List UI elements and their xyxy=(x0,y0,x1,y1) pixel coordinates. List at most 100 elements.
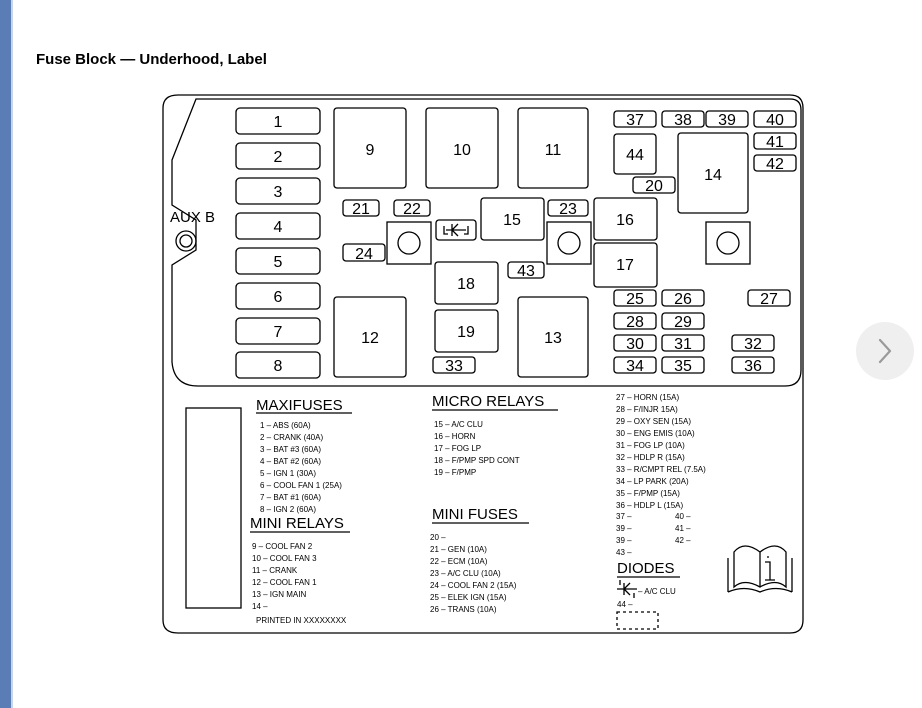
micro-relay-legend-item: 18 – F/PMP SPD CONT xyxy=(434,456,520,465)
mini-fuse-22-label: 22 xyxy=(403,201,421,218)
maxifuse-list: 1 – ABS (60A)2 – CRANK (40A)3 – BAT #3 (… xyxy=(260,421,342,514)
stud-block-2 xyxy=(546,221,592,265)
right-fuse-list: 27 – HORN (15A)28 – F/INJR 15A)29 – OXY … xyxy=(616,393,706,510)
mini-fuse-21-label: 21 xyxy=(352,201,370,218)
mini-fuse-25 xyxy=(613,289,657,307)
maxifuse-legend-item: 3 – BAT #3 (60A) xyxy=(260,445,321,454)
mini-fuse-28 xyxy=(613,312,657,330)
right-fuse-legend-item: 31 – FOG LP (10A) xyxy=(616,441,685,450)
stud-block-3 xyxy=(705,221,751,265)
mini-relay-legend-item: 12 – COOL FAN 1 xyxy=(252,578,317,587)
stud-block-1 xyxy=(386,221,432,265)
maxifuse-2-label: 2 xyxy=(274,149,283,166)
book-info-icon xyxy=(727,545,793,593)
diode-legend-label: – A/C CLU xyxy=(638,587,676,596)
spare-fuse-legend-item: 39 – xyxy=(616,524,632,533)
maxifuse-6 xyxy=(235,282,321,310)
mini-fuse-38 xyxy=(661,110,705,128)
relay-19 xyxy=(434,309,499,353)
next-button[interactable] xyxy=(856,322,914,380)
aux-b-label: AUX B xyxy=(170,209,215,226)
maxifuse-3-label: 3 xyxy=(274,184,283,201)
aux-b-stud-inner xyxy=(179,234,193,248)
mini-fuse-32 xyxy=(731,334,775,352)
diode-spare-slot xyxy=(616,611,659,630)
diode-symbol xyxy=(443,223,469,237)
mini-fuse-43 xyxy=(507,261,545,279)
mini-fuse-26-label: 26 xyxy=(674,291,692,308)
diode-44-label: 44 xyxy=(626,147,644,164)
aux-b-stud-outer xyxy=(175,230,197,252)
mini-relay-legend-item: 10 – COOL FAN 3 xyxy=(252,554,317,563)
mini-fuse-29-label: 29 xyxy=(674,314,692,331)
mini-fuse-39 xyxy=(705,110,749,128)
relay-9 xyxy=(333,107,407,189)
mini-fuse-38-label: 38 xyxy=(674,112,692,129)
mini-fuse-43-label: 43 xyxy=(517,263,535,280)
mini-fuse-24-label: 24 xyxy=(355,246,373,263)
mini-fuse-39-label: 39 xyxy=(718,112,736,129)
printed-note: PRINTED IN XXXXXXXX xyxy=(256,616,347,625)
window-left-edge-highlight xyxy=(11,0,13,708)
mini-fuse-31 xyxy=(661,334,705,352)
right-fuse-legend-item: 30 – ENG EMIS (10A) xyxy=(616,429,695,438)
right-fuse-legend-item: 29 – OXY SEN (15A) xyxy=(616,417,691,426)
relay-18 xyxy=(434,261,499,305)
mini-fuse-25-label: 25 xyxy=(626,291,644,308)
mini-fuse-32-label: 32 xyxy=(744,336,762,353)
mini-fuse-28-label: 28 xyxy=(626,314,644,331)
mini-fuse-24 xyxy=(342,243,386,262)
mini-fuse-42 xyxy=(753,154,797,172)
mini-fuse-35 xyxy=(661,356,705,374)
mini-fuse-20-label: 20 xyxy=(645,178,663,195)
legend-43: 43 – xyxy=(616,548,632,557)
mini-fuse-34 xyxy=(613,356,657,374)
mini-fuse-37-label: 37 xyxy=(626,112,644,129)
mini-fuse-legend-item: 22 – ECM (10A) xyxy=(430,557,488,566)
right-fuse-legend-item: 35 – F/PMP (15A) xyxy=(616,489,680,498)
mini-relay-legend-item: 11 – CRANK xyxy=(252,566,298,575)
mini-fuse-legend-item: 21 – GEN (10A) xyxy=(430,545,487,554)
maxifuse-8 xyxy=(235,351,321,379)
mini-fuse-35-label: 35 xyxy=(674,358,692,375)
relay-19-label: 19 xyxy=(457,324,475,341)
mini-fuse-legend-item: 23 – A/C CLU (10A) xyxy=(430,569,501,578)
maxifuse-legend-item: 2 – CRANK (40A) xyxy=(260,433,323,442)
maxifuse-7 xyxy=(235,317,321,345)
mini-fuse-40 xyxy=(753,110,797,128)
spare-fuse-legend-item: 40 – xyxy=(675,512,691,521)
mini-relays-title: MINI RELAYS xyxy=(250,515,344,532)
relay-14-label: 14 xyxy=(704,167,722,184)
right-fuse-legend-item: 33 – R/CMPT REL (7.5A) xyxy=(616,465,706,474)
maxifuse-legend-item: 7 – BAT #1 (60A) xyxy=(260,493,321,502)
maxifuse-5-label: 5 xyxy=(274,254,283,271)
mini-relay-legend-item: 13 – IGN MAIN xyxy=(252,590,306,599)
chevron-right-icon xyxy=(878,338,892,364)
mini-fuse-41-label: 41 xyxy=(766,134,784,151)
diode-slot xyxy=(435,219,477,241)
relay-17 xyxy=(593,242,658,288)
legend-44: 44 – xyxy=(617,600,633,609)
mini-fuse-36-label: 36 xyxy=(744,358,762,375)
mini-fuse-30-label: 30 xyxy=(626,336,644,353)
diodes-title: DIODES xyxy=(617,560,675,577)
mini-fuse-legend-item: 25 – ELEK IGN (15A) xyxy=(430,593,507,602)
page-title: Fuse Block — Underhood, Label xyxy=(36,51,267,68)
right-fuse-legend-item: 32 – HDLP R (15A) xyxy=(616,453,685,462)
relay-18-label: 18 xyxy=(457,276,475,293)
maxifuse-2 xyxy=(235,142,321,170)
legend-blank-box xyxy=(185,407,242,609)
mini-fuse-20 xyxy=(632,176,676,194)
relay-9-label: 9 xyxy=(366,142,375,159)
right-fuse-legend-item: 27 – HORN (15A) xyxy=(616,393,679,402)
mini-fuse-27 xyxy=(747,289,791,307)
maxifuse-legend-item: 4 – BAT #2 (60A) xyxy=(260,457,321,466)
mini-fuse-41 xyxy=(753,132,797,150)
relay-13 xyxy=(517,296,589,378)
maxifuse-3 xyxy=(235,177,321,205)
stud-1 xyxy=(397,231,421,255)
stud-2 xyxy=(557,231,581,255)
